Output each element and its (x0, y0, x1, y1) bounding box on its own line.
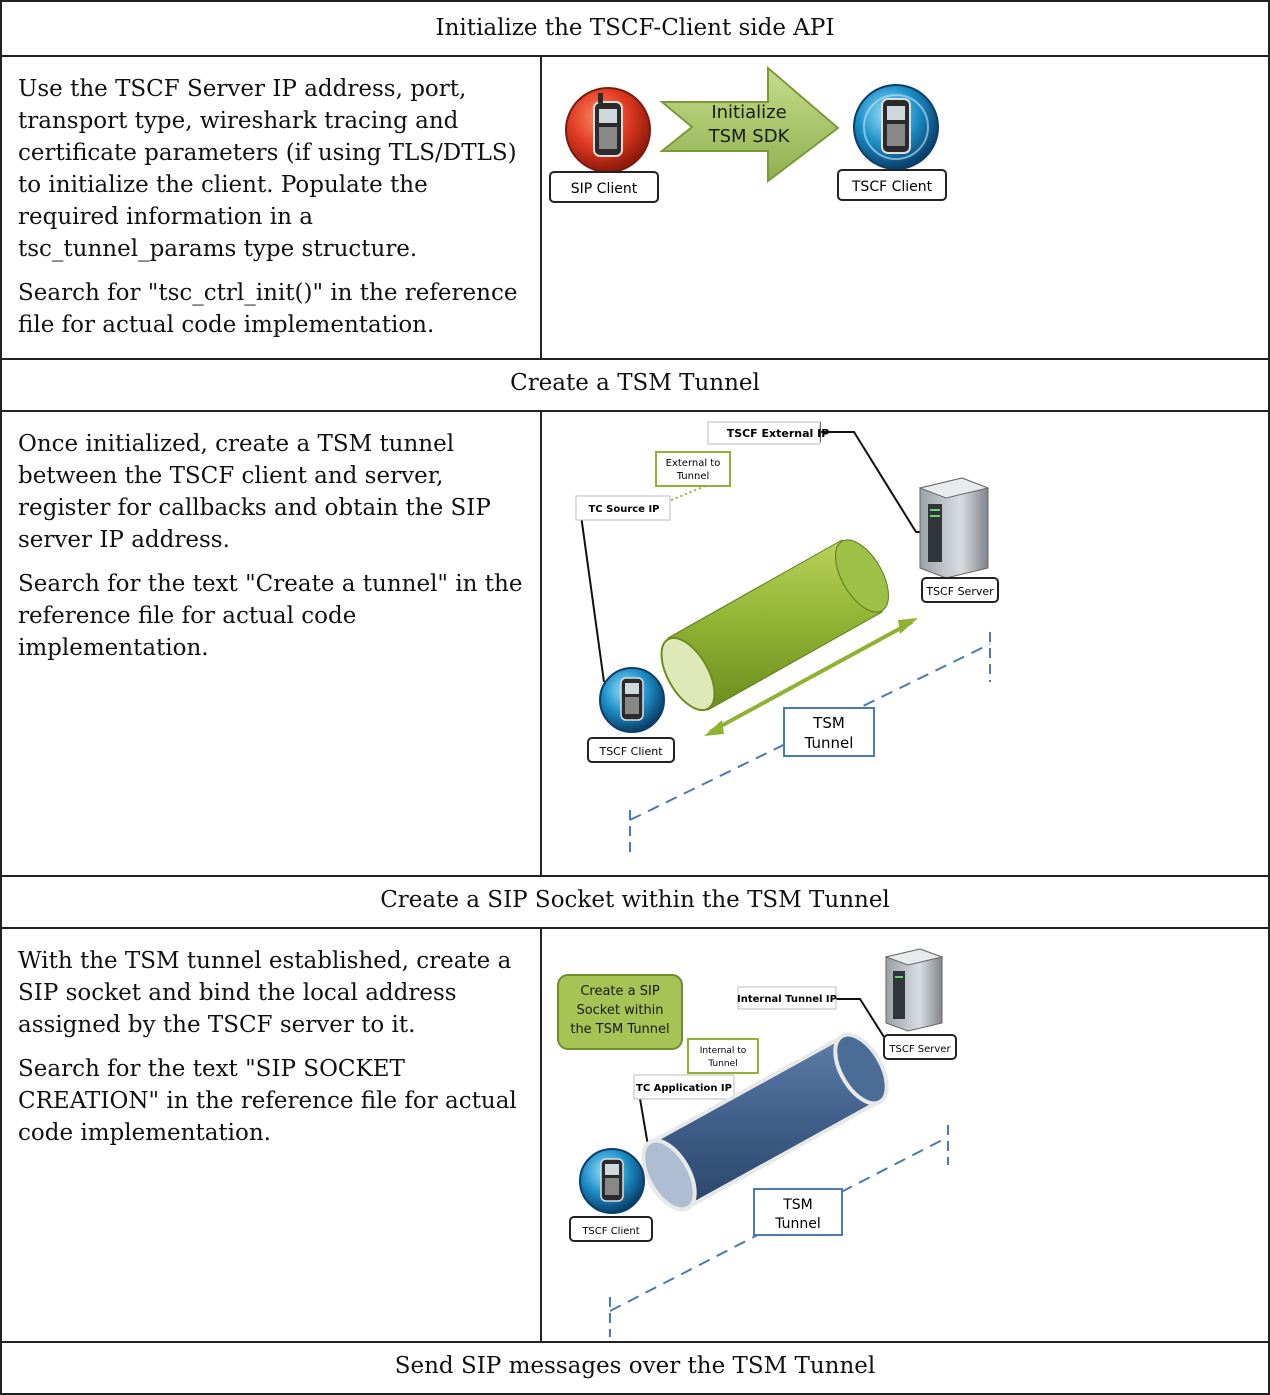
external-to-tunnel-line1: External to (666, 458, 721, 469)
external-to-tunnel-line2: Tunnel (676, 471, 710, 482)
tunnel-line1: TSM (812, 714, 845, 732)
application-ip-label: TC Application IP (636, 1083, 732, 1094)
column-divider (540, 927, 542, 1343)
external-ip-connector (820, 431, 920, 533)
server-label: TSCF Server (925, 585, 994, 598)
tunnel-tube (641, 1032, 889, 1212)
section-title: Create a SIP Socket within the TSM Tunne… (380, 887, 890, 913)
paragraph: Search for the text "Create a tunnel" in… (18, 571, 523, 661)
tunnel-label-box (753, 1188, 843, 1236)
client-label: TSCF Client (598, 745, 663, 758)
section-description: Once initialized, create a TSM tunnel be… (18, 428, 523, 676)
row-divider (0, 358, 1270, 360)
initialize-arrow (659, 65, 840, 184)
external-ip-label: TSCF External IP (727, 427, 830, 440)
callout-line3: the TSM Tunnel (570, 1022, 669, 1037)
client-label-box (587, 737, 675, 763)
arrow-text-line1: Initialize (711, 102, 786, 123)
internal-to-tunnel-line1: Internal to (700, 1046, 747, 1056)
column-divider (540, 55, 542, 360)
initialize-figure: SIP Client Initialize TSM SDK TSCF Clien… (542, 57, 1268, 361)
tunnel-line2: Tunnel (804, 734, 854, 752)
internal-to-tunnel-box (687, 1038, 759, 1074)
client-label: TSCF Client (581, 1226, 639, 1237)
arrow-text-line2: TSM SDK (708, 126, 791, 147)
row-divider (0, 55, 1270, 57)
table-border-top (0, 0, 1270, 2)
section-description: With the TSM tunnel established, create … (18, 945, 523, 1161)
section-title: Initialize the TSCF-Client side API (435, 15, 835, 41)
internal-ip-connector (832, 998, 885, 1038)
section-title: Send SIP messages over the TSM Tunnel (394, 1353, 876, 1379)
server-label: TSCF Server (888, 1044, 951, 1055)
section-title: Create a TSM Tunnel (510, 370, 760, 396)
row-divider (0, 410, 1270, 412)
server-label-box (921, 577, 999, 603)
socket-callout (557, 974, 683, 1050)
tunnel-figure: TSCF External IP External to Tunnel TC S… (542, 412, 1268, 878)
external-to-tunnel-box (655, 451, 731, 487)
table-border-bottom (0, 1393, 1270, 1395)
row-divider (0, 875, 1270, 877)
tunnel-direction-arrow (709, 620, 913, 734)
external-ip-box (707, 421, 821, 445)
table-border-right (1268, 0, 1270, 1395)
tscf-client-phone-icon (579, 1148, 645, 1214)
source-ip-label: TC Source IP (588, 504, 659, 515)
paragraph: Use the TSCF Server IP address, port, tr… (18, 76, 517, 262)
application-ip-box (633, 1074, 735, 1100)
tunnel-label-box (783, 707, 875, 757)
server-icon (884, 948, 944, 1032)
internal-to-tunnel-line2: Tunnel (707, 1059, 737, 1069)
sip-client-label-box (549, 171, 659, 203)
tscf-client-phone-icon (599, 667, 665, 733)
tscf-client-phone-icon (853, 84, 939, 170)
sip-socket-figure: Create a SIP Socket within the TSM Tunne… (542, 929, 1268, 1343)
internal-ip-box (737, 986, 837, 1010)
tunnel-line2: Tunnel (774, 1216, 821, 1232)
row-divider (0, 927, 1270, 929)
row-divider (0, 1341, 1270, 1343)
callout-line2: Socket within (576, 1003, 663, 1018)
paragraph: With the TSM tunnel established, create … (18, 948, 512, 1038)
paragraph: Search for "tsc_ctrl_init()" in the refe… (18, 280, 518, 338)
source-ip-connector (579, 507, 605, 683)
table-border-left (0, 0, 2, 1395)
client-label-box (569, 1216, 653, 1242)
sip-client-label: SIP Client (571, 181, 638, 197)
server-icon (918, 477, 990, 579)
tscf-client-label-box (837, 169, 947, 201)
server-label-box (883, 1034, 957, 1060)
paragraph: Once initialized, create a TSM tunnel be… (18, 431, 491, 553)
tunnel-tube (660, 539, 889, 712)
tscf-client-label: TSCF Client (851, 179, 933, 195)
column-divider (540, 410, 542, 877)
paragraph: Search for the text "SIP SOCKET CREATION… (18, 1056, 517, 1146)
callout-line1: Create a SIP (580, 984, 660, 999)
source-ip-box (575, 495, 671, 521)
section-description: Use the TSCF Server IP address, port, tr… (18, 73, 523, 353)
sip-client-phone-icon (565, 87, 651, 173)
dotted-link (661, 483, 711, 505)
internal-ip-label: Internal Tunnel IP (737, 994, 837, 1005)
tunnel-line1: TSM (782, 1197, 813, 1213)
